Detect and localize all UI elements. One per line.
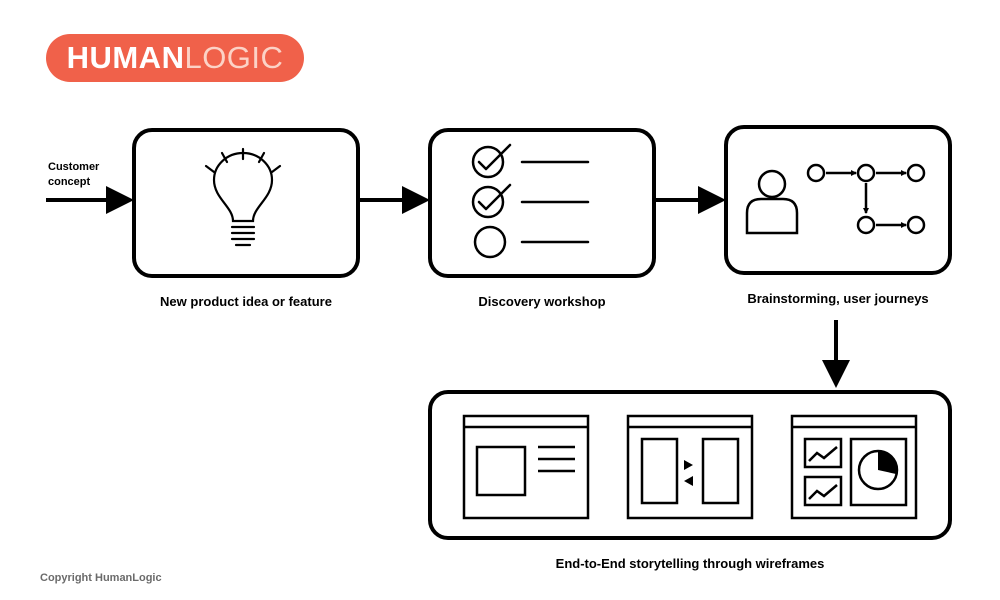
step-label-discovery: Discovery workshop	[478, 294, 606, 309]
wireframe-icon-3	[790, 414, 918, 520]
logo-text-human: HUMAN	[66, 40, 185, 75]
step-box-brainstorming	[724, 125, 952, 275]
wireframe-icon-2	[626, 414, 754, 520]
step-label-wireframes: End-to-End storytelling through wirefram…	[555, 556, 825, 571]
input-arrow	[46, 186, 134, 214]
step-box-idea	[132, 128, 360, 278]
copyright-text: Copyright HumanLogic	[40, 572, 162, 584]
flow-arrow-down	[822, 320, 850, 388]
logo-text-logic: LOGIC	[184, 40, 284, 75]
user-journey-icon	[806, 163, 926, 235]
flow-arrow-1	[358, 186, 430, 214]
lightbulb-icon	[204, 147, 282, 247]
step-label-brainstorming: Brainstorming, user journeys	[747, 291, 929, 306]
flow-arrow-2	[654, 186, 726, 214]
wireframe-icon-1	[462, 414, 590, 520]
input-label: Customer concept	[48, 161, 100, 188]
step-label-idea: New product idea or feature	[160, 294, 332, 309]
checklist-icon	[471, 143, 590, 259]
user-icon	[745, 169, 799, 235]
